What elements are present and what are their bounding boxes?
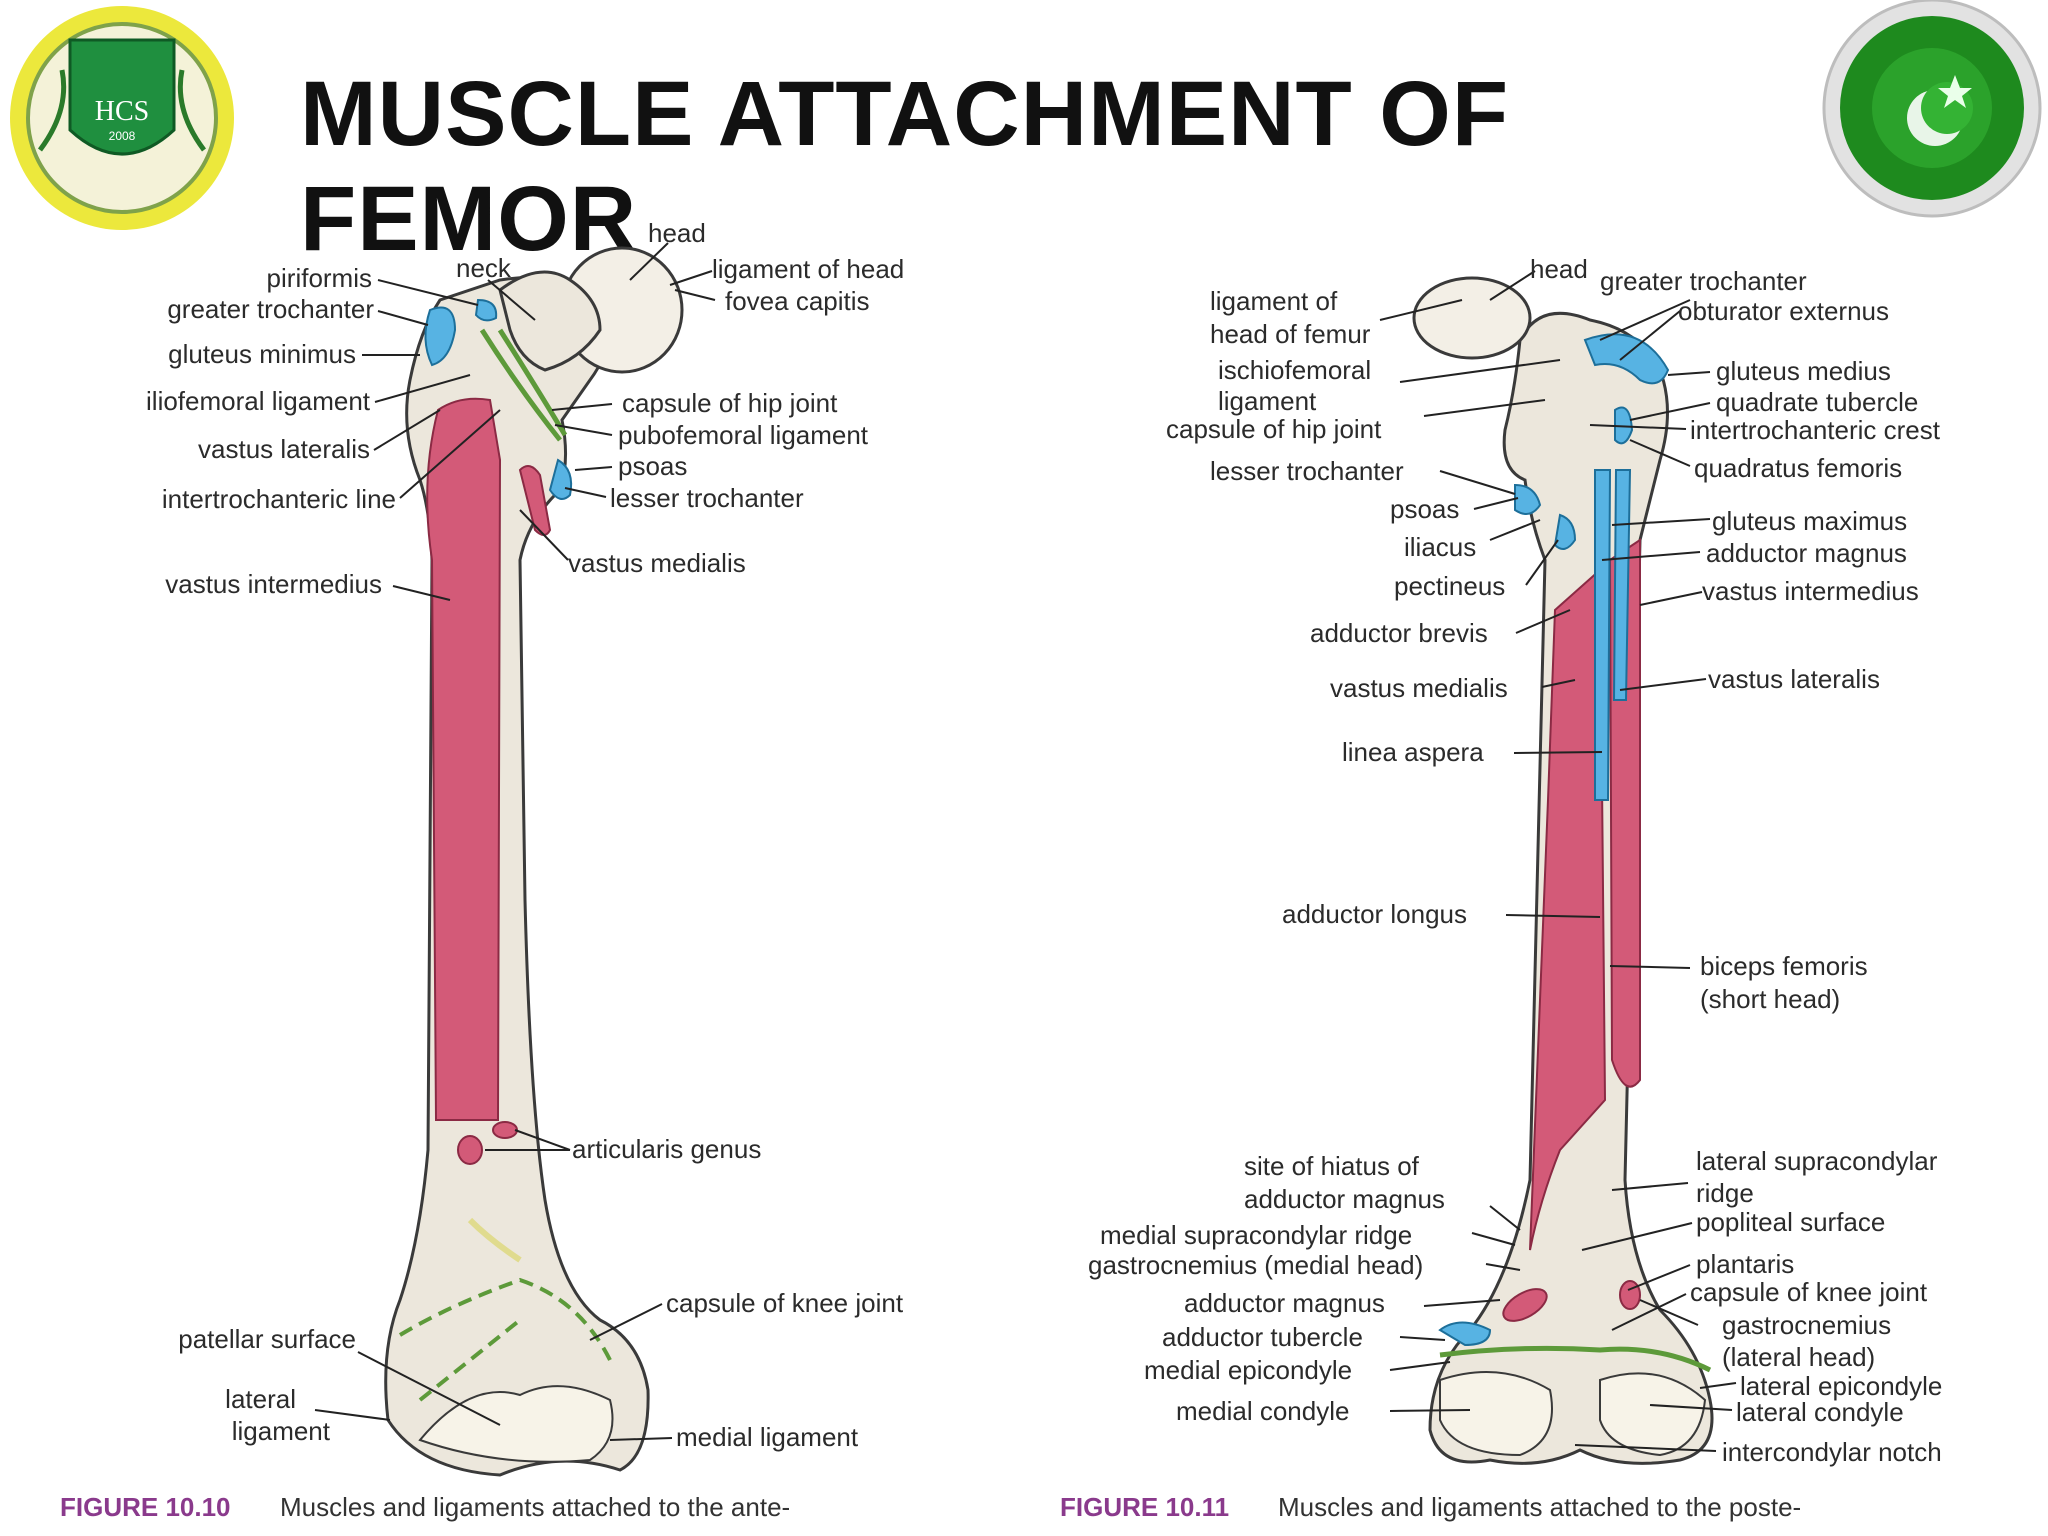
caption-left-figure: FIGURE 10.10 xyxy=(60,1492,231,1522)
label-greater-trochanter: greater trochanter xyxy=(167,294,374,324)
label-medial-ligament: medial ligament xyxy=(676,1422,859,1452)
label-vastus-lateralis: vastus lateralis xyxy=(1708,664,1880,694)
slide-title: MUSCLE ATTACHMENT OF FEMOR xyxy=(300,63,1510,270)
label-pubofemoral: pubofemoral ligament xyxy=(618,420,869,450)
label-iliacus: iliacus xyxy=(1404,532,1476,562)
posterior-labels: head greater trochanter ligament of head… xyxy=(1088,254,1942,1467)
label-pectineus: pectineus xyxy=(1394,571,1505,601)
caption-right-text: Muscles and ligaments attached to the po… xyxy=(1278,1492,1801,1522)
label-lateral-ligament-1: lateral xyxy=(225,1384,296,1414)
label-intertrochanteric-crest: intertrochanteric crest xyxy=(1690,415,1941,445)
label-quadratus-femoris: quadratus femoris xyxy=(1694,453,1902,483)
label-adductor-magnus-top: adductor magnus xyxy=(1706,538,1907,568)
label-gastrocnemius-medial: gastrocnemius (medial head) xyxy=(1088,1250,1423,1280)
label-gluteus-minimus: gluteus minimus xyxy=(168,339,356,369)
label-gluteus-maximus: gluteus maximus xyxy=(1712,506,1907,536)
captions: FIGURE 10.10 Muscles and ligaments attac… xyxy=(60,1492,1801,1522)
label-biceps-1: biceps femoris xyxy=(1700,951,1868,981)
label-vastus-intermedius: vastus intermedius xyxy=(165,569,382,599)
label-biceps-2: (short head) xyxy=(1700,984,1840,1014)
label-psoas: psoas xyxy=(618,451,687,481)
caption-left-text: Muscles and ligaments attached to the an… xyxy=(280,1492,790,1522)
label-vastus-lateralis: vastus lateralis xyxy=(198,434,370,464)
label-popliteal-surface: popliteal surface xyxy=(1696,1207,1885,1237)
label-medial-supracondylar-ridge: medial supracondylar ridge xyxy=(1100,1220,1412,1250)
crescent-star-emblem-icon xyxy=(1822,0,2042,218)
university-crest-icon: HCS 2008 xyxy=(10,6,234,230)
label-capsule-hip: capsule of hip joint xyxy=(1166,414,1382,444)
label-ligament-of-1: ligament of xyxy=(1210,286,1338,316)
label-fovea-capitis: fovea capitis xyxy=(725,286,870,316)
label-obturator-externus: obturator externus xyxy=(1678,296,1889,326)
label-lateral-epicondyle: lateral epicondyle xyxy=(1740,1371,1942,1401)
label-head: head xyxy=(1530,254,1588,284)
label-lat-supra-1: lateral supracondylar xyxy=(1696,1146,1938,1176)
label-adductor-tubercle: adductor tubercle xyxy=(1162,1322,1363,1352)
anterior-labels: head piriformis neck ligament of head fo… xyxy=(146,218,904,1452)
label-patellar-surface: patellar surface xyxy=(178,1324,356,1354)
label-lat-supra-2: ridge xyxy=(1696,1178,1754,1208)
anterior-leader-lines xyxy=(314,242,716,1441)
label-lateral-ligament-2: ligament xyxy=(232,1416,331,1446)
posterior-femur-drawing xyxy=(1412,276,1714,1465)
label-neck: neck xyxy=(456,253,512,283)
label-adductor-longus: adductor longus xyxy=(1282,899,1467,929)
label-lateral-condyle: lateral condyle xyxy=(1736,1397,1904,1427)
label-gastro-lat-1: gastrocnemius xyxy=(1722,1310,1891,1340)
label-gastro-lat-2: (lateral head) xyxy=(1722,1342,1875,1372)
label-adductor-magnus-bottom: adductor magnus xyxy=(1184,1288,1385,1318)
label-medial-condyle: medial condyle xyxy=(1176,1396,1349,1426)
label-intertrochanteric-line: intertrochanteric line xyxy=(162,484,396,514)
label-vastus-medialis: vastus medialis xyxy=(1330,673,1508,703)
label-articularis-genus: articularis genus xyxy=(572,1134,761,1164)
label-lesser-trochanter: lesser trochanter xyxy=(610,483,804,513)
label-ligament-of-head: ligament of head xyxy=(712,254,904,284)
label-psoas: psoas xyxy=(1390,494,1459,524)
label-hiatus-2: adductor magnus xyxy=(1244,1184,1445,1214)
caption-right-figure: FIGURE 10.11 xyxy=(1060,1492,1229,1522)
label-quadrate-tubercle: quadrate tubercle xyxy=(1716,387,1918,417)
label-head: head xyxy=(648,218,706,248)
crest-year: 2008 xyxy=(109,129,136,143)
label-piriformis: piriformis xyxy=(267,263,372,293)
label-capsule-hip: capsule of hip joint xyxy=(622,388,838,418)
label-linea-aspera: linea aspera xyxy=(1342,737,1484,767)
label-gluteus-medius: gluteus medius xyxy=(1716,356,1891,386)
label-hiatus-1: site of hiatus of xyxy=(1244,1151,1420,1181)
label-lesser-trochanter: lesser trochanter xyxy=(1210,456,1404,486)
label-vastus-intermedius: vastus intermedius xyxy=(1702,576,1919,606)
anterior-femur-drawing xyxy=(384,246,684,1477)
label-ligament-of-2: head of femur xyxy=(1210,319,1371,349)
label-iliofemoral-ligament: iliofemoral ligament xyxy=(146,386,371,416)
label-plantaris: plantaris xyxy=(1696,1249,1794,1279)
label-ischiofemoral-1: ischiofemoral xyxy=(1218,355,1371,385)
label-adductor-brevis: adductor brevis xyxy=(1310,618,1488,648)
label-greater-trochanter: greater trochanter xyxy=(1600,266,1807,296)
label-intercondylar-notch: intercondylar notch xyxy=(1722,1437,1942,1467)
crest-text: HCS xyxy=(95,96,149,127)
label-capsule-knee: capsule of knee joint xyxy=(1690,1277,1928,1307)
posterior-leader-lines xyxy=(1379,270,1737,1452)
label-capsule-knee: capsule of knee joint xyxy=(666,1288,904,1318)
label-medial-epicondyle: medial epicondyle xyxy=(1144,1355,1352,1385)
label-ischiofemoral-2: ligament xyxy=(1218,386,1317,416)
label-vastus-medialis: vastus medialis xyxy=(568,548,746,578)
